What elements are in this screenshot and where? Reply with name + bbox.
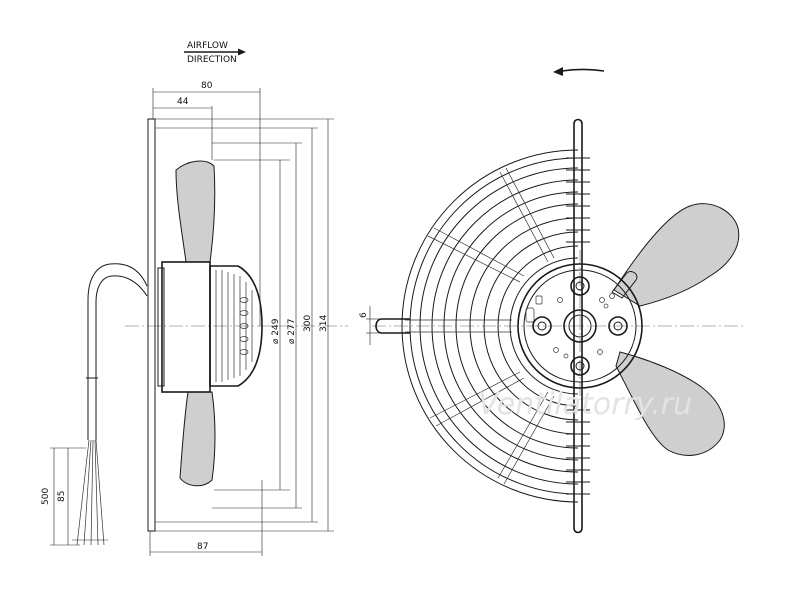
blade-top [175, 160, 216, 263]
mounting-bolts [532, 276, 628, 376]
motor-body [209, 265, 263, 387]
side-view: 80 44 87 ⌀ 249 ⌀ 277 300 314 [41, 81, 348, 556]
bolt-top [570, 276, 590, 296]
arrow-left-icon-head [553, 67, 563, 76]
dim-500: 500 [41, 488, 51, 505]
front-view: 6 [359, 67, 745, 534]
hub-details [525, 293, 615, 359]
blade-bottom [179, 391, 216, 487]
hub-flange [157, 267, 165, 387]
bolt-top-hole [575, 281, 585, 291]
shaft [568, 314, 592, 338]
dim-6: 6 [359, 312, 369, 318]
dim-249: ⌀ 249 [271, 318, 281, 344]
guard-bar-bottom [573, 527, 583, 534]
dim-300: 300 [303, 315, 313, 332]
blade-lower-right [615, 351, 725, 456]
bolt-right-hole [613, 321, 623, 331]
dim-80: 80 [201, 81, 213, 91]
guard-rings [401, 149, 579, 503]
airflow-text: AIRFLOW [187, 41, 228, 51]
watermark: Ventilatorry.ru [478, 387, 692, 422]
bolt-right [608, 316, 628, 336]
cable-wires [76, 439, 105, 546]
arrow-left-icon [561, 68, 605, 72]
dim-lines-vertical [155, 118, 334, 532]
guard-bar-top [573, 118, 583, 125]
motor-fins [215, 270, 253, 382]
dim-87: 87 [197, 542, 208, 552]
mounting-plate [147, 118, 156, 532]
dim-314: 314 [319, 315, 329, 332]
mounting-lug [375, 318, 410, 334]
blade-upper-right [613, 203, 740, 307]
motor-inner-ring [523, 269, 637, 383]
cable-gland [611, 271, 638, 299]
cable-inner [95, 275, 148, 378]
guard-crossbars [566, 157, 590, 495]
cable-outer [87, 263, 148, 378]
rotor-hub [161, 261, 211, 393]
dim-85: 85 [57, 491, 67, 502]
airflow-label: AIRFLOW DIRECTION [184, 41, 246, 65]
bolt-bottom-hole [575, 361, 585, 371]
dim-277: ⌀ 277 [287, 319, 297, 344]
bolt-bottom [570, 356, 590, 376]
arrow-right-icon-head [238, 48, 246, 56]
bolt-left [532, 316, 552, 336]
direction-text: DIRECTION [187, 55, 237, 65]
guard-ribs [405, 167, 555, 485]
shaft-bore [563, 309, 597, 343]
motor-front [517, 263, 643, 389]
dim-44: 44 [177, 97, 189, 107]
bolt-left-hole [537, 321, 547, 331]
